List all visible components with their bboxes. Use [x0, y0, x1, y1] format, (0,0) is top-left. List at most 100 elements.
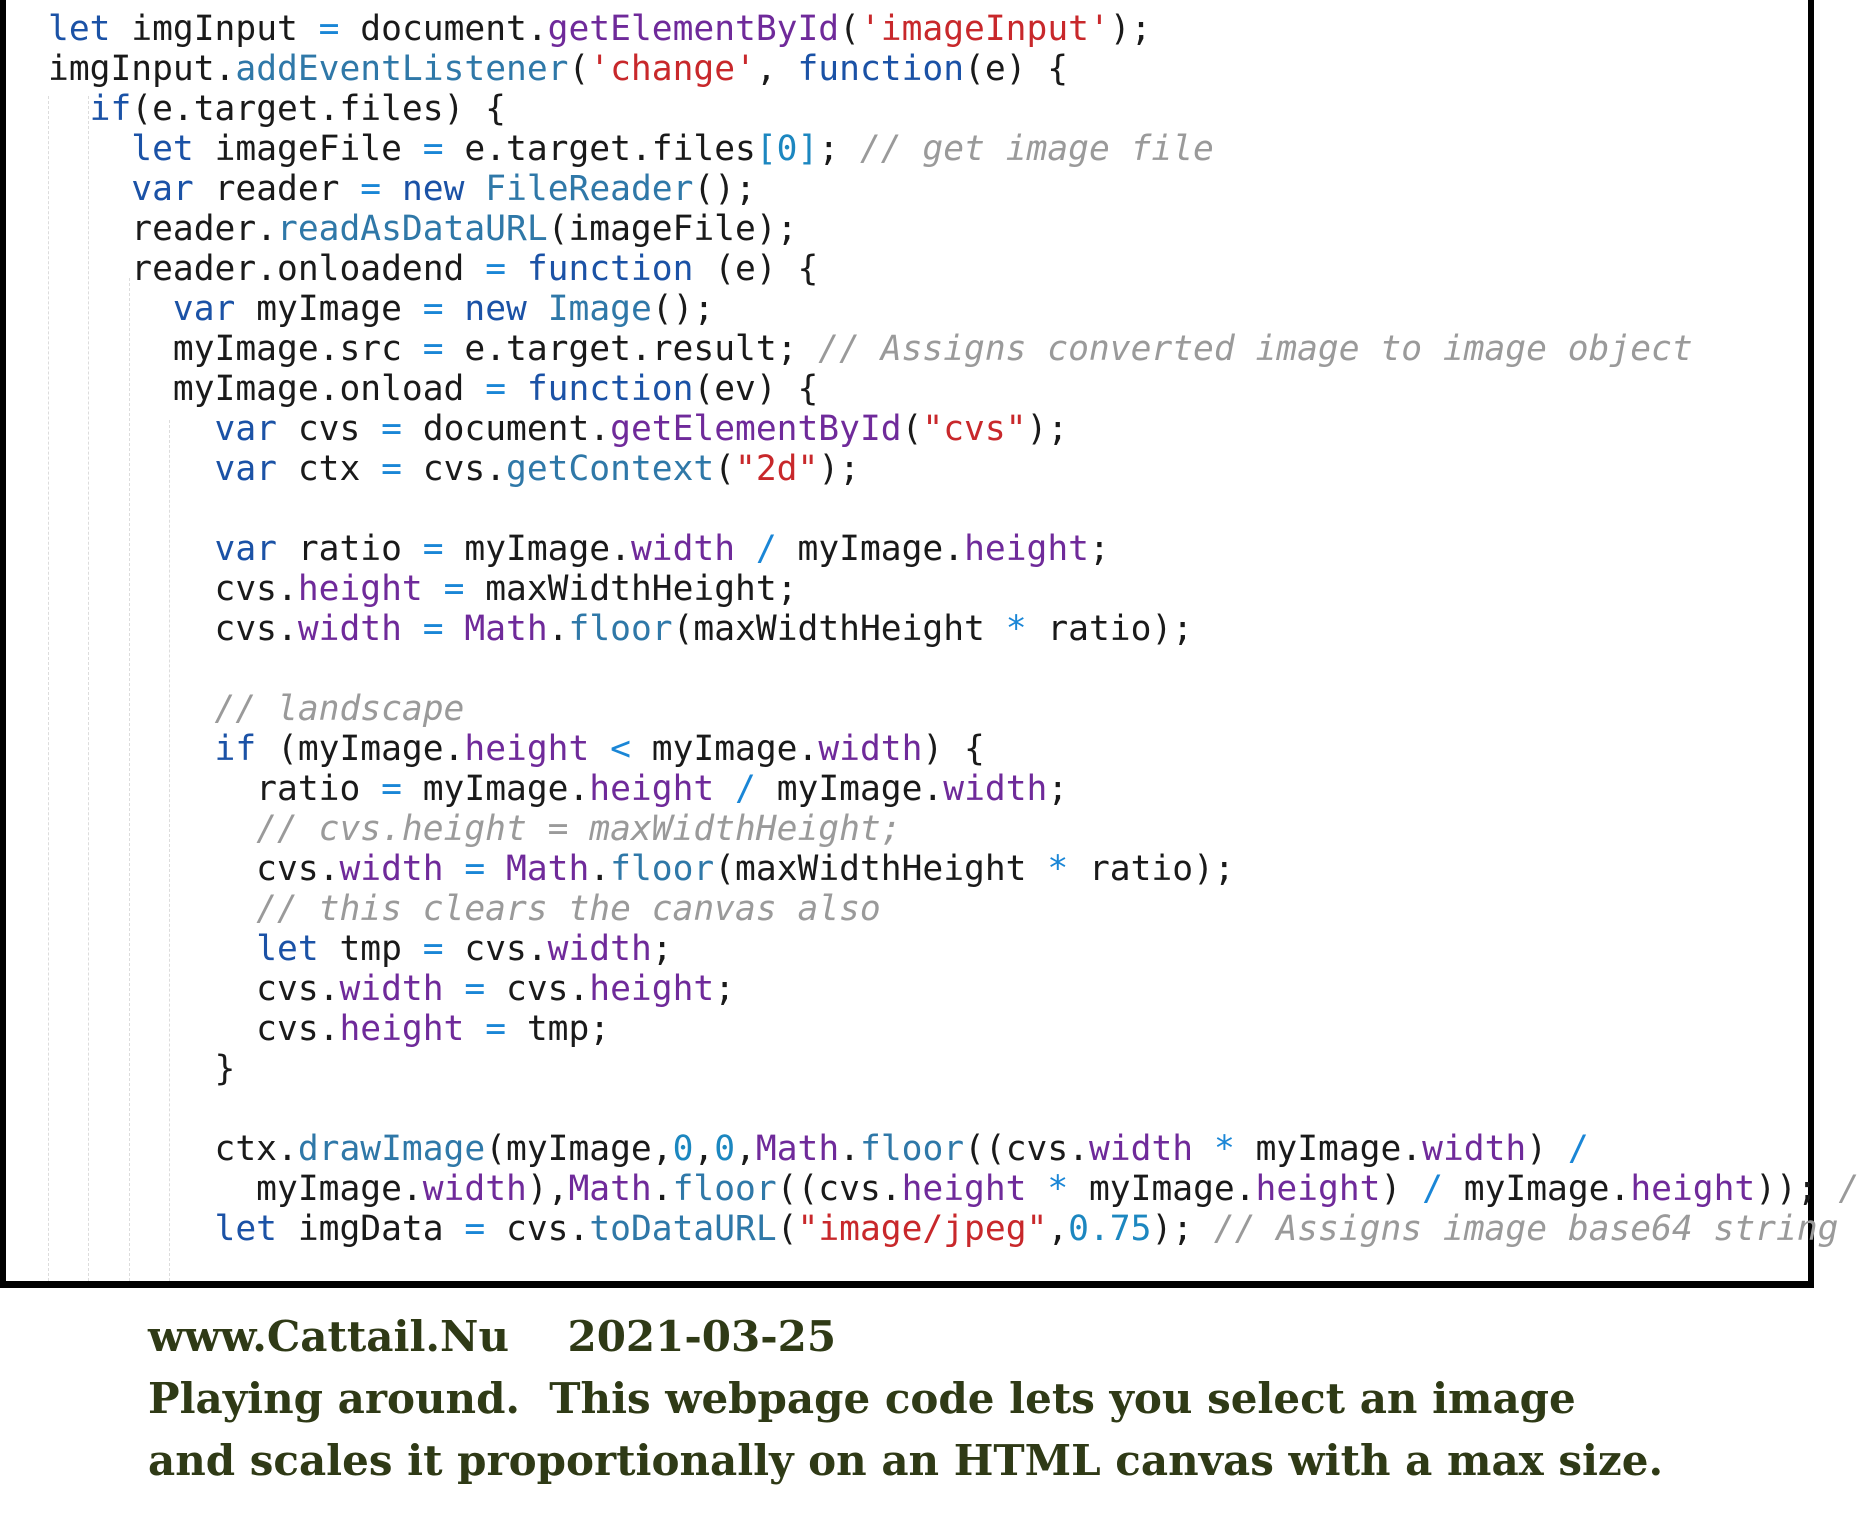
code-token: (maxWidthHeight	[714, 849, 1048, 889]
code-token-fn: readAsDataURL	[277, 209, 548, 249]
code-token-op: =	[422, 609, 444, 649]
code-token	[423, 569, 444, 609]
code-token: reader.onloadend	[48, 249, 486, 289]
code-token-pr: width	[630, 529, 736, 569]
code-token	[527, 289, 548, 329]
indent-guide	[129, 278, 130, 1281]
indent-guide	[88, 96, 89, 1281]
code-token-op: *	[1047, 849, 1069, 889]
code-token: cvs.	[48, 849, 340, 889]
code-token: myImage.onload	[48, 369, 486, 409]
caption-site-date: www.Cattail.Nu 2021-03-25	[148, 1312, 837, 1361]
code-token-cm: // landscape	[214, 689, 465, 729]
code-token: }	[48, 1049, 236, 1089]
code-token: (e) {	[693, 249, 819, 289]
code-token-kw: let	[256, 929, 319, 969]
code-token-op: =	[422, 929, 444, 969]
code-token	[381, 169, 402, 209]
code-token: );	[818, 449, 860, 489]
code-token-fn: floor	[860, 1129, 965, 1169]
code-token-op: /	[1422, 1169, 1443, 1209]
code-token-str: "cvs"	[922, 409, 1027, 449]
code-token-num: 0	[714, 1129, 736, 1169]
code-token-op: =	[360, 169, 382, 209]
code-token	[464, 1009, 485, 1049]
code-token-op: =	[318, 9, 340, 49]
code-token-kw: var	[214, 529, 278, 569]
code-token: document.	[339, 9, 548, 49]
code-token: cvs.	[401, 449, 507, 489]
code-token-pr: width	[339, 969, 444, 1009]
code-line: }	[48, 1049, 236, 1089]
code-token	[1027, 1169, 1048, 1209]
code-token: cvs.	[485, 969, 590, 1009]
code-line: var ctx = cvs.getContext("2d");	[48, 449, 860, 489]
code-token: (myImage.	[256, 729, 465, 769]
code-token-cm: // Assigns converted image to image obje…	[818, 329, 1693, 369]
code-token: imgInput	[110, 9, 319, 49]
code-token-kw: var	[214, 409, 278, 449]
code-token-pr: height	[464, 729, 590, 769]
code-token: cvs.	[485, 1209, 590, 1249]
indent-guide	[169, 420, 170, 1281]
code-token: ctx.	[48, 1129, 298, 1169]
code-token	[735, 529, 756, 569]
code-token-kw: function	[797, 49, 965, 89]
code-token-pr: height	[901, 1169, 1027, 1209]
code-token	[48, 1209, 215, 1249]
code-token: )	[1526, 1129, 1568, 1169]
code-token-kw: let	[131, 129, 194, 169]
code-token: myImage.	[630, 729, 819, 769]
code-token: )	[1380, 1169, 1423, 1209]
code-line: let imgData = cvs.toDataURL("image/jpeg"…	[48, 1209, 1839, 1249]
code-token	[589, 729, 610, 769]
code-token-pr: width	[339, 849, 444, 889]
code-token-cm: // this clears the canvas also	[256, 889, 881, 929]
code-token	[506, 369, 527, 409]
code-line: cvs.height = tmp;	[48, 1009, 610, 1049]
code-token: maxWidthHeight;	[464, 569, 798, 609]
code-line: cvs.width = Math.floor(maxWidthHeight * …	[48, 849, 1235, 889]
code-token-pr: width	[422, 1169, 527, 1209]
code-token	[444, 289, 465, 329]
code-token-op: =	[464, 1209, 486, 1249]
code-token: (imageFile);	[547, 209, 798, 249]
code-line: var ratio = myImage.width / myImage.heig…	[48, 529, 1110, 569]
code-token: .	[839, 1129, 860, 1169]
code-token-fn: floor	[568, 609, 673, 649]
code-token-str: "image/jpeg"	[797, 1209, 1048, 1249]
code-token-str: 'change'	[589, 49, 756, 89]
code-token-pr: getElementById	[610, 409, 902, 449]
code-token: ratio);	[1026, 609, 1194, 649]
code-token: .	[547, 609, 569, 649]
code-line: reader.onloadend = function (e) {	[48, 249, 818, 289]
code-token	[48, 449, 215, 489]
code-token-kw: let	[214, 1209, 278, 1249]
code-token	[506, 249, 527, 289]
code-token	[444, 969, 465, 1009]
code-token: );	[1151, 1209, 1214, 1249]
code-token: reader	[193, 169, 361, 209]
code-token: tmp;	[506, 1009, 611, 1049]
code-token: (	[776, 1209, 798, 1249]
code-token-pr: height	[964, 529, 1089, 569]
code-token-pr: width	[943, 769, 1048, 809]
code-token	[48, 809, 256, 849]
code-token: e.target.result;	[443, 329, 819, 369]
code-token	[444, 609, 465, 649]
code-token: document.	[401, 409, 611, 449]
code-token: myImage.src	[48, 329, 423, 369]
code-token-op: =	[381, 449, 402, 489]
code-token-kw: var	[131, 169, 194, 209]
code-token-pr: height	[339, 1009, 465, 1049]
code-token: ((cvs.	[964, 1129, 1090, 1169]
code-token-kw: let	[48, 9, 111, 49]
code-token-kw: function	[526, 369, 694, 409]
code-token	[48, 89, 90, 129]
code-token-pr: Math	[464, 609, 548, 649]
code-token-op: =	[422, 289, 444, 329]
code-line: let imageFile = e.target.files[0]; // ge…	[48, 129, 1214, 169]
code-token-fn: toDataURL	[589, 1209, 777, 1249]
code-token	[402, 609, 423, 649]
code-token	[48, 729, 215, 769]
